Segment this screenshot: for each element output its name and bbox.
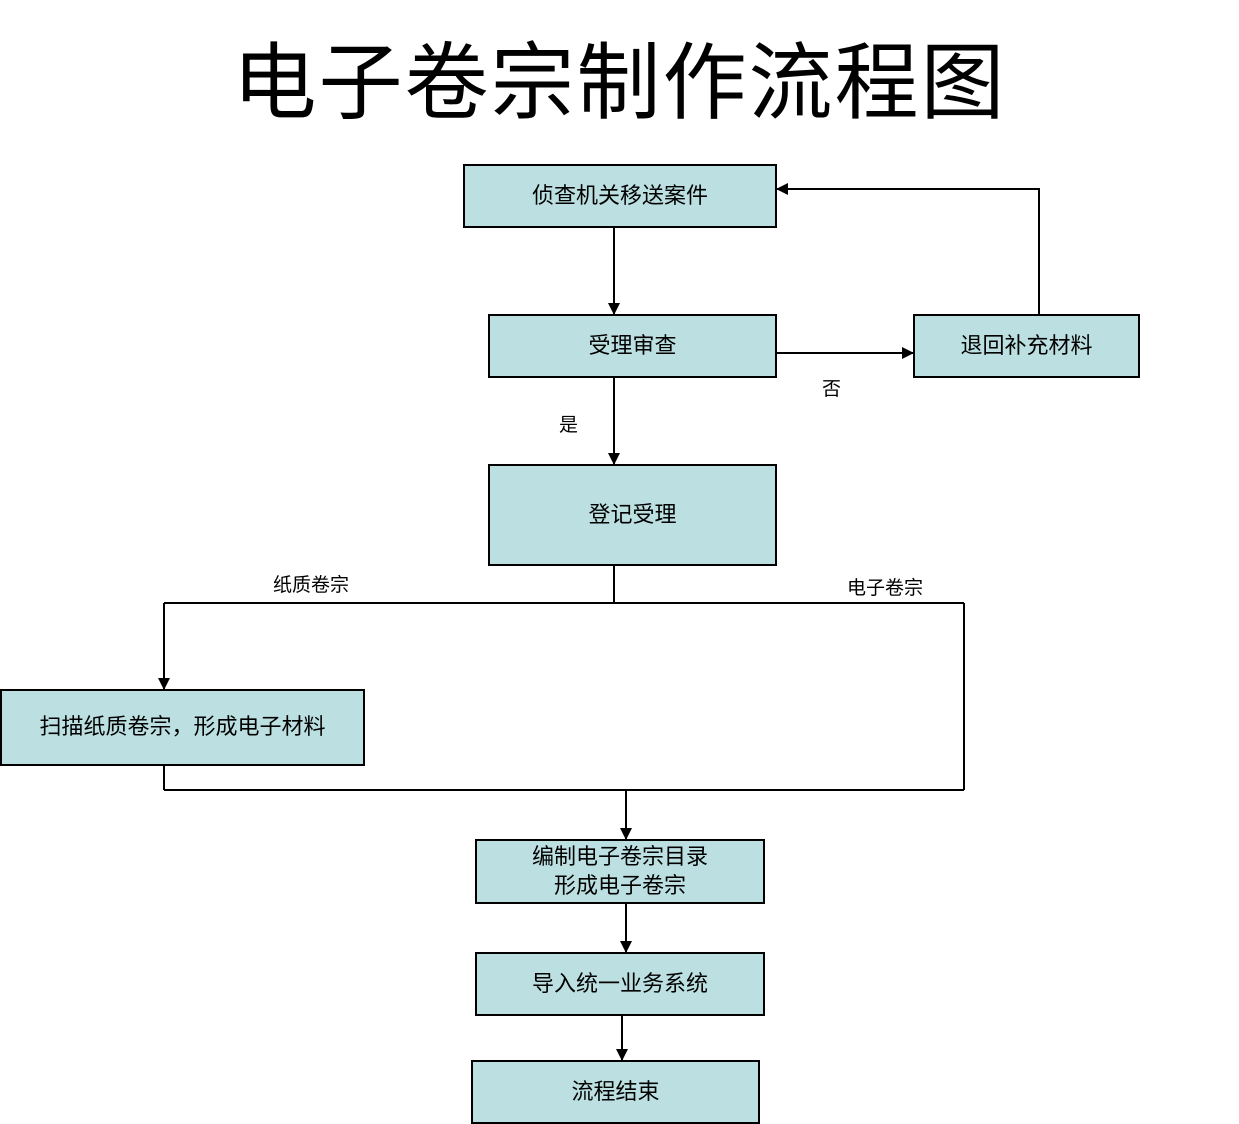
node-compile-catalog-line1: 编制电子卷宗目录 [531, 844, 708, 870]
node-scan-paper: 扫描纸质卷宗，形成电子材料 [0, 689, 365, 766]
edge-return-to-transfer [776, 183, 1040, 315]
node-end-label: 流程结束 [571, 1079, 660, 1105]
edge-label-no: 否 [822, 378, 842, 400]
node-end: 流程结束 [471, 1060, 760, 1124]
node-import-system-label: 导入统一业务系统 [531, 971, 708, 997]
node-transfer-case-label: 侦查机关移送案件 [531, 183, 708, 209]
node-review: 受理审查 [488, 314, 777, 378]
node-compile-catalog-line2: 形成电子卷宗 [553, 873, 686, 899]
edge-label-electronic: 电子卷宗 [847, 577, 924, 599]
node-return-materials-label: 退回补充材料 [960, 333, 1093, 359]
edge-label-paper: 纸质卷宗 [273, 574, 350, 596]
node-compile-catalog: 编制电子卷宗目录 形成电子卷宗 [475, 839, 765, 904]
node-scan-paper-label: 扫描纸质卷宗，形成电子材料 [39, 715, 326, 740]
diagram-title: 电子卷宗制作流程图 [232, 34, 1007, 132]
node-transfer-case: 侦查机关移送案件 [463, 164, 777, 228]
node-return-materials: 退回补充材料 [913, 314, 1140, 378]
node-import-system: 导入统一业务系统 [475, 952, 765, 1016]
edge-label-yes: 是 [559, 414, 579, 436]
node-register-label: 登记受理 [588, 502, 677, 528]
node-register: 登记受理 [488, 464, 777, 566]
node-review-label: 受理审查 [588, 333, 677, 359]
